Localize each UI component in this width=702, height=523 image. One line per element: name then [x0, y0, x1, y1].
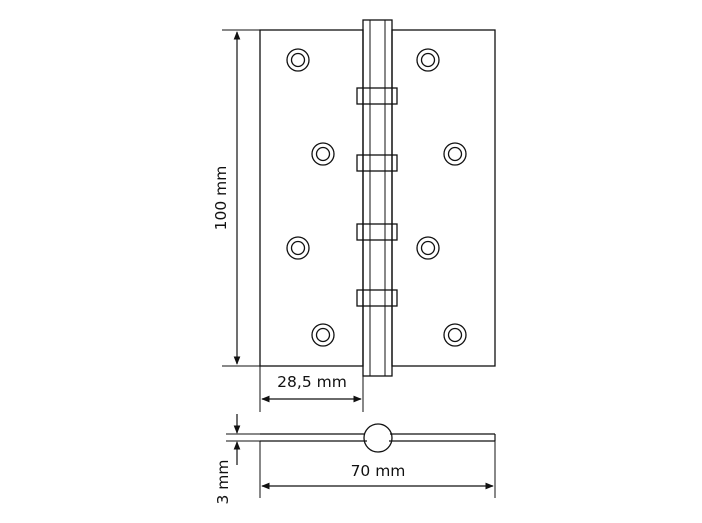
bearing-ring — [356, 289, 398, 307]
thickness-label: 3 mm — [214, 460, 232, 505]
thickness-dimension: 3 mm — [214, 414, 262, 505]
bearing-ring — [356, 87, 398, 105]
screw-hole — [416, 48, 440, 72]
screw-hole — [311, 323, 335, 347]
screw-hole — [443, 323, 467, 347]
bearing-ring — [356, 154, 398, 172]
height-dimension-label: 100 mm — [212, 166, 230, 231]
leaf-width-label: 28,5 mm — [277, 373, 347, 391]
bearing-ring — [356, 223, 398, 241]
total-width-label: 70 mm — [351, 462, 406, 480]
screw-hole — [286, 236, 310, 260]
bearing-rings — [356, 87, 398, 307]
screw-hole — [311, 142, 335, 166]
hinge-side-view: 3 mm 70 mm — [214, 414, 496, 505]
left-leaf-plate — [259, 29, 364, 367]
screw-holes — [286, 48, 467, 347]
screw-hole — [443, 142, 467, 166]
total-width-dimension: 70 mm — [259, 441, 496, 498]
hinge-knuckle — [362, 19, 393, 377]
height-dimension: 100 mm — [212, 29, 260, 367]
hinge-front-view: 100 mm 28,5 mm — [212, 19, 496, 412]
screw-hole — [286, 48, 310, 72]
knuckle-section — [363, 423, 393, 453]
screw-hole — [416, 236, 440, 260]
leaf-width-dimension: 28,5 mm — [259, 366, 364, 412]
right-leaf-plate — [391, 29, 496, 367]
